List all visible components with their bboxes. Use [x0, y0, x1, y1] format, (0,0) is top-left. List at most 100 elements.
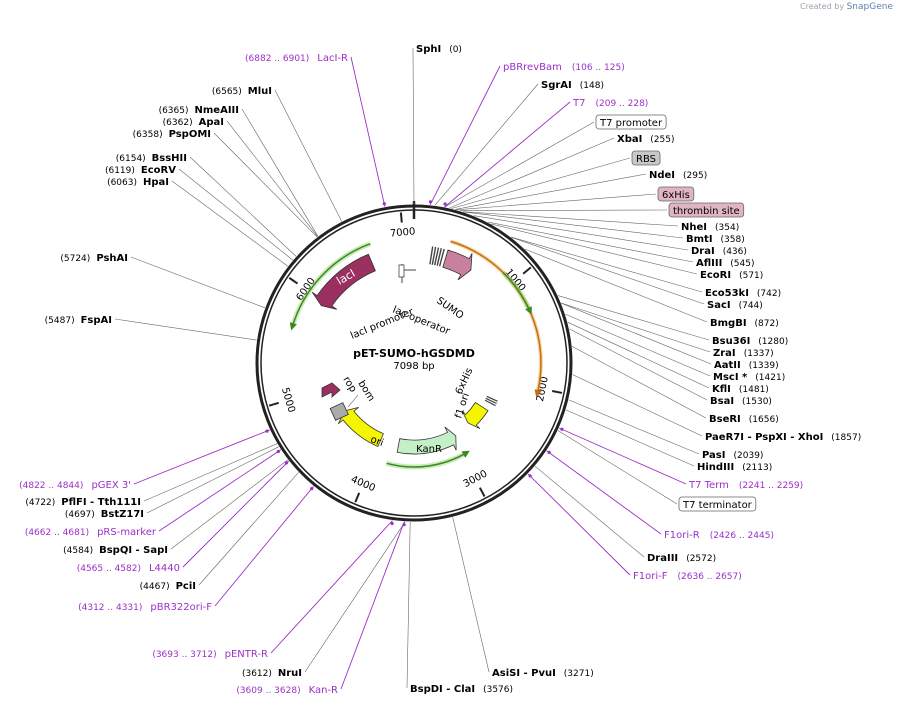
enzyme-coord: (148) [580, 81, 604, 91]
enzyme-name: BmtI [686, 234, 713, 245]
enzyme-coord: (1337) [744, 349, 774, 359]
enzyme-label-drai[interactable]: DraI(436) [691, 246, 747, 257]
primer-label-t7[interactable]: T7(209 .. 228) [572, 98, 648, 109]
tick-mark [552, 389, 563, 394]
regulatory-mark [484, 399, 496, 407]
enzyme-leader [490, 223, 698, 275]
enzyme-name: BsaI [710, 396, 734, 407]
feature-box-t7-promoter[interactable]: T7 promoter [595, 114, 667, 130]
enzyme-name: NmeAIII [195, 105, 239, 116]
enzyme-label-pasi[interactable]: PasI(2039) [702, 450, 763, 461]
enzyme-label-nmeaiii[interactable]: NmeAIII(6365) [159, 105, 239, 116]
enzyme-label-ndei[interactable]: NdeI(295) [649, 170, 707, 181]
enzyme-name: PshAI [96, 253, 128, 264]
enzyme-label-sgrai[interactable]: SgrAI(148) [541, 80, 604, 91]
enzyme-label-eco53ki[interactable]: Eco53kI(742) [705, 288, 781, 299]
enzyme-coord: (4467) [140, 582, 170, 592]
enzyme-label-bsu36i[interactable]: Bsu36I(1280) [712, 336, 788, 347]
enzyme-label-nhei[interactable]: NheI(354) [681, 222, 739, 233]
enzyme-leader [213, 132, 318, 238]
enzyme-name: HindIII [697, 462, 734, 473]
primer-label-prs-marker[interactable]: pRS-marker(4662 .. 4681) [25, 527, 157, 538]
primer-range: (106 .. 125) [572, 63, 625, 73]
enzyme-label-bsshii[interactable]: BssHII(6154) [116, 153, 187, 164]
enzyme-label-bstz17i[interactable]: BstZ17I(4697) [65, 509, 144, 520]
enzyme-label-nrui[interactable]: NruI(3612) [242, 668, 302, 679]
primer-range: (4822 .. 4844) [19, 481, 83, 491]
primer-label-pbr322ori-f[interactable]: pBR322ori-F(4312 .. 4331) [78, 602, 212, 613]
enzyme-coord: (5724) [60, 254, 90, 264]
enzyme-label-bmti[interactable]: BmtI(358) [686, 234, 745, 245]
enzyme-label-apai[interactable]: ApaI(6362) [163, 117, 224, 128]
enzyme-label-pshai[interactable]: PshAI (5724) [60, 253, 128, 264]
feature-box-frame [631, 150, 661, 166]
enzyme-label-zrai[interactable]: ZraI(1337) [713, 348, 774, 359]
enzyme-label-bspqi-sapi[interactable]: BspQI - SapI(4584) [63, 545, 168, 556]
enzyme-label-hpai[interactable]: HpaI(6063) [107, 177, 169, 188]
primer-label-pentr-r[interactable]: pENTR-R(3693 .. 3712) [152, 649, 268, 660]
enzyme-leader [304, 521, 406, 673]
enzyme-label-msci-[interactable]: MscI *(1421) [713, 372, 785, 383]
enzyme-coord: (1280) [758, 337, 788, 347]
feature-laci[interactable] [311, 253, 376, 310]
enzyme-label-paer7i-pspxi-xhoi[interactable]: PaeR7I - PspXI - XhoI(1857) [705, 432, 861, 443]
enzyme-label-bmgbi[interactable]: BmgBI(872) [710, 318, 779, 329]
feature-kanr[interactable] [396, 426, 457, 455]
enzyme-leader [572, 374, 703, 437]
feature-box-6xhis[interactable]: 6xHis [657, 186, 695, 202]
enzyme-coord: (1530) [742, 397, 772, 407]
feature-bom-box[interactable] [329, 402, 349, 421]
feature-f1-ori[interactable] [461, 401, 489, 430]
enzyme-name: Eco53kI [705, 288, 749, 299]
feature-box-thrombin-site[interactable]: thrombin site [668, 202, 745, 218]
enzyme-label-mlui[interactable]: MluI(6565) [212, 86, 272, 97]
primer-label-pbrrevbam[interactable]: pBRrevBam(106 .. 125) [503, 62, 625, 73]
primer-leader [214, 486, 314, 607]
primer-label-f1ori-f[interactable]: F1ori-F(2636 .. 2657) [633, 571, 742, 582]
enzyme-label-bsai[interactable]: BsaI (1530) [710, 396, 772, 407]
feature-sumo[interactable] [442, 249, 473, 281]
feature-leader [557, 430, 678, 505]
enzyme-coord: (1857) [831, 433, 861, 443]
enzyme-leader [524, 248, 708, 323]
primer-label-t7-term[interactable]: T7 Term(2241 .. 2259) [688, 480, 803, 491]
enzyme-label-pspomi[interactable]: PspOMI(6358) [133, 129, 211, 140]
enzyme-label-kfli[interactable]: KflI(1481) [712, 384, 769, 395]
enzyme-label-xbai[interactable]: XbaI(255) [617, 134, 675, 145]
feature-kanr-label: KanR [416, 444, 442, 455]
6xhis-inner-label: 6xHis [454, 366, 476, 396]
feature-rop[interactable] [321, 382, 341, 398]
primer-range: (6882 .. 6901) [245, 54, 309, 64]
primer-label-laci-r[interactable]: LacI-R(6882 .. 6901) [245, 53, 348, 64]
enzyme-label-pcii[interactable]: PciI(4467) [140, 581, 196, 592]
feature-ori-label: ori [369, 434, 385, 449]
enzyme-label-ecori[interactable]: EcoRI(571) [700, 270, 763, 281]
primer-site-mark [528, 474, 532, 478]
feature-box-rbs[interactable]: RBS [631, 150, 661, 166]
enzyme-label-draiii[interactable]: DraIII(2572) [647, 553, 716, 564]
enzyme-leader [226, 120, 318, 237]
feature-box-t7-terminator[interactable]: T7 terminator [678, 496, 757, 512]
feature-box-frame [678, 496, 757, 512]
enzyme-label-fspai[interactable]: FspAI(5487) [45, 315, 112, 326]
primer-label-l4440[interactable]: L4440(4565 .. 4582) [77, 563, 180, 574]
primer-name: T7 Term [688, 480, 729, 491]
enzyme-label-hindiii[interactable]: HindIII(2113) [697, 462, 772, 473]
feature-leader [444, 121, 595, 208]
enzyme-label-sphi[interactable]: SphI(0) [416, 44, 462, 55]
enzyme-label-bspdi-clai[interactable]: BspDI - ClaI(3576) [410, 684, 513, 695]
primer-label-f1ori-r[interactable]: F1ori-R(2426 .. 2445) [664, 530, 774, 541]
enzyme-name: SacI [707, 300, 731, 311]
regulatory-mark [485, 397, 497, 405]
enzyme-label-ecorv[interactable]: EcoRV(6119) [105, 165, 176, 176]
enzyme-label-saci[interactable]: SacI(744) [707, 300, 763, 311]
enzyme-label-pflfi-tth111i[interactable]: PflFI - Tth111I(4722) [25, 497, 141, 508]
primer-label-pgex-3-[interactable]: pGEX 3'(4822 .. 4844) [19, 480, 131, 491]
enzyme-label-aatii[interactable]: AatII(1339) [714, 360, 779, 371]
enzyme-label-afliii[interactable]: AflIII(545) [696, 258, 755, 269]
enzyme-leader [171, 180, 289, 267]
enzyme-label-bseri[interactable]: BseRI(1656) [709, 414, 779, 425]
enzyme-label-asisi-pvui[interactable]: AsiSI - PvuI(3271) [492, 668, 594, 679]
primer-label-kan-r[interactable]: Kan-R(3609 .. 3628) [236, 685, 338, 696]
feature-ori[interactable] [337, 407, 384, 448]
